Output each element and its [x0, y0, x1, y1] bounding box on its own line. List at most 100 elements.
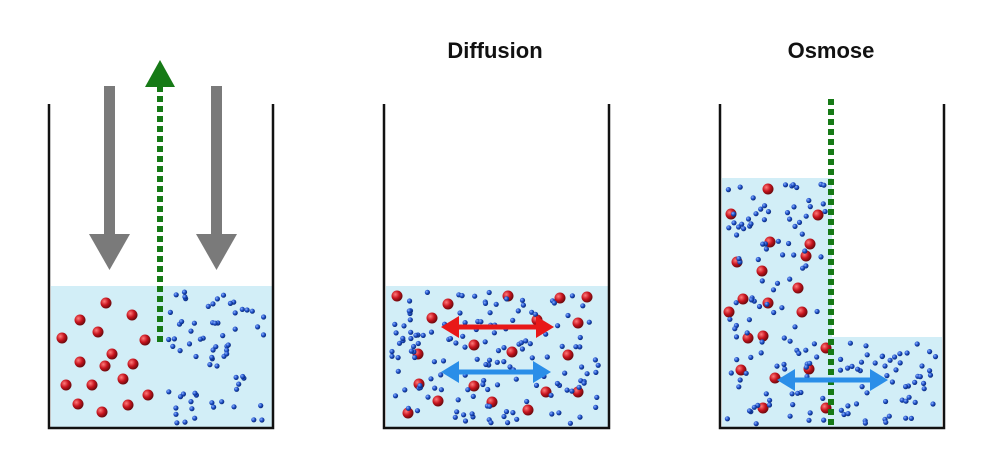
small-particle [505, 420, 511, 426]
small-particle [897, 360, 903, 366]
small-particle [408, 335, 414, 342]
small-particle [240, 373, 246, 380]
small-particle [736, 224, 742, 230]
small-particle [806, 417, 812, 423]
small-particle [822, 208, 828, 215]
large-particle [554, 292, 566, 304]
small-particle [724, 416, 731, 422]
small-particle [524, 398, 530, 405]
small-particle [411, 343, 417, 350]
small-particle [802, 248, 808, 254]
small-particle [862, 420, 869, 426]
small-particle [863, 343, 869, 349]
panel-osmosis [718, 99, 946, 430]
small-particle [593, 404, 599, 410]
small-particle [554, 380, 561, 387]
small-particle [858, 359, 865, 365]
small-particle [209, 354, 215, 360]
large-particle [60, 379, 72, 391]
small-particle [389, 353, 395, 359]
large-particle [402, 407, 414, 419]
small-particle [759, 278, 765, 284]
small-particle [736, 384, 742, 390]
small-particle [577, 414, 583, 420]
small-particle [908, 415, 915, 421]
small-particle [474, 356, 480, 362]
small-particle [767, 397, 773, 403]
small-particle [548, 392, 554, 398]
small-particle [820, 395, 826, 401]
small-particle [258, 403, 264, 409]
small-particle [897, 351, 903, 357]
small-particle [921, 380, 927, 386]
small-particle [438, 372, 444, 378]
particle-cloud [723, 181, 939, 427]
small-particle [912, 399, 918, 405]
small-particle [551, 300, 558, 306]
small-particle [197, 336, 203, 342]
particle-cloud [56, 289, 267, 426]
small-particle [581, 380, 587, 386]
small-particle [562, 370, 568, 376]
large-particle [723, 306, 735, 318]
small-particle [460, 333, 466, 339]
small-particle [847, 340, 854, 346]
small-particle [853, 401, 860, 407]
small-particle [800, 265, 806, 271]
small-particle [748, 221, 754, 227]
small-particle [795, 390, 801, 396]
small-particle [595, 362, 601, 368]
small-particle [787, 276, 793, 282]
large-particle [99, 360, 111, 372]
small-particle [487, 310, 493, 316]
large-particle [74, 314, 86, 326]
small-particle [792, 324, 798, 330]
large-particle [122, 399, 134, 411]
small-particle [787, 216, 793, 222]
small-particle [751, 404, 757, 410]
small-particle [188, 399, 194, 405]
small-particle [462, 344, 468, 350]
small-particle [501, 345, 507, 351]
small-particle [510, 410, 516, 416]
small-particle [555, 323, 561, 329]
small-particle [576, 384, 582, 390]
small-particle [903, 415, 909, 421]
small-particle [249, 308, 255, 314]
small-particle [593, 369, 599, 375]
small-particle [821, 417, 827, 423]
small-particle [170, 343, 176, 349]
small-particle [213, 344, 219, 350]
small-particle [803, 364, 810, 370]
small-particle [166, 336, 172, 343]
small-particle [481, 377, 487, 384]
large-particle [742, 332, 754, 344]
small-particle [189, 406, 195, 412]
small-particle [233, 374, 239, 380]
small-particle [559, 343, 565, 349]
small-particle [465, 387, 471, 393]
small-particle [763, 246, 770, 252]
small-particle [904, 350, 910, 356]
small-particle [744, 330, 750, 336]
small-particle [821, 182, 827, 188]
small-particle [251, 417, 257, 423]
small-particle [803, 213, 809, 219]
small-particle [726, 225, 732, 231]
small-particle [414, 408, 421, 414]
small-particle [234, 386, 240, 392]
large-particle [426, 312, 438, 324]
small-particle [845, 365, 851, 371]
small-particle [584, 371, 590, 377]
small-particle [406, 308, 412, 314]
small-particle [807, 204, 813, 210]
small-particle [838, 407, 845, 413]
small-particle [514, 416, 520, 422]
small-particle [855, 366, 861, 372]
small-particle [743, 370, 749, 376]
small-particle [192, 415, 198, 421]
small-particle [482, 300, 489, 306]
small-particle [906, 394, 912, 400]
small-particle [503, 409, 510, 415]
small-particle [837, 367, 844, 373]
